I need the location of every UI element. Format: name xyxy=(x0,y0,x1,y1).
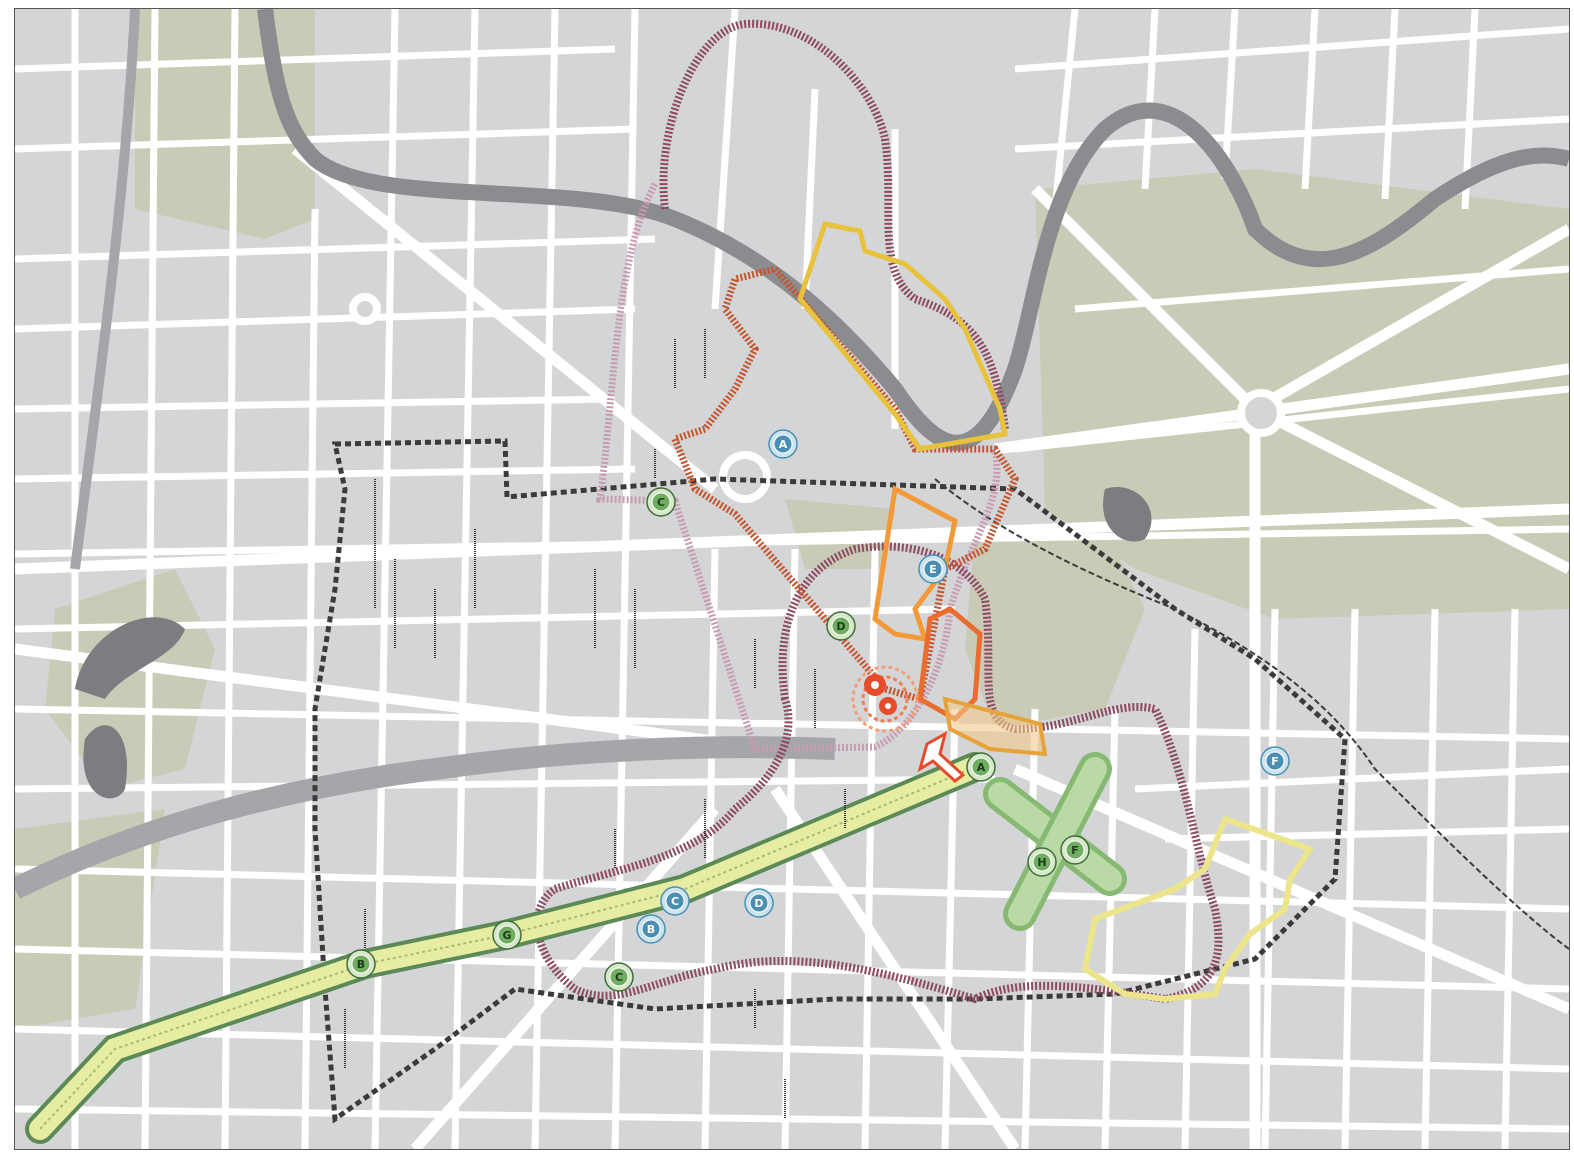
zone-orange-red xyxy=(917,606,983,723)
zone-orange-east xyxy=(942,696,1048,757)
lakes xyxy=(75,487,1152,799)
marker-dot xyxy=(497,925,517,945)
marker-dot xyxy=(1265,751,1285,771)
marker-green-b[interactable]: B xyxy=(346,949,376,979)
green-corridors xyxy=(983,752,1127,931)
marker-letter: B xyxy=(357,958,365,971)
marker-green-h[interactable]: H xyxy=(1027,847,1057,877)
zone-orange xyxy=(872,485,958,643)
hotspot xyxy=(851,665,919,733)
marker-letter: A xyxy=(977,761,986,774)
marker-green-c[interactable]: C xyxy=(646,487,676,517)
marker-green-a[interactable]: A xyxy=(966,752,996,782)
marker-letter: D xyxy=(836,620,845,633)
marker-dot xyxy=(773,434,793,454)
marker-dot xyxy=(651,492,671,512)
marker-dot xyxy=(1032,852,1052,872)
marker-dot xyxy=(665,891,685,911)
marker-dot xyxy=(641,919,661,939)
river xyxy=(257,9,1569,451)
arrow-icon xyxy=(917,731,966,783)
zone-pale-yellow xyxy=(1081,815,1315,1003)
marker-letter: C xyxy=(671,895,679,908)
marker-letter: G xyxy=(502,929,511,942)
marker-letter: B xyxy=(647,923,655,936)
route-pink xyxy=(596,182,1001,753)
marker-letter: F xyxy=(1071,844,1079,857)
marker-blue-c[interactable]: C xyxy=(660,886,690,916)
map-frame: A B C D E F A B C C D F G H xyxy=(14,8,1570,1150)
marker-letter: A xyxy=(779,438,788,451)
marker-green-g[interactable]: G xyxy=(492,920,522,950)
marker-letter: C xyxy=(615,971,623,984)
marker-green-d[interactable]: D xyxy=(826,611,856,641)
marker-dot xyxy=(923,559,943,579)
marker-dot xyxy=(831,616,851,636)
marker-blue-e[interactable]: E xyxy=(918,554,948,584)
marker-dot xyxy=(971,757,991,777)
markers: A B C D E F A B C C D F G H xyxy=(346,429,1290,992)
marker-blue-a[interactable]: A xyxy=(768,429,798,459)
marker-blue-b[interactable]: B xyxy=(636,914,666,944)
marker-dot xyxy=(609,967,629,987)
street-label-marks xyxy=(344,329,846,1119)
roundabouts xyxy=(349,293,1285,503)
marker-letter: E xyxy=(929,563,937,576)
marker-letter: C xyxy=(657,496,665,509)
marker-letter: F xyxy=(1271,755,1279,768)
marker-green-f[interactable]: F xyxy=(1060,835,1090,865)
marker-dot xyxy=(749,893,769,913)
marker-blue-d[interactable]: D xyxy=(744,888,774,918)
marker-dot xyxy=(1065,840,1085,860)
lime-corridor xyxy=(25,752,990,1144)
rail-line xyxy=(934,478,1569,950)
marker-green-c[interactable]: C xyxy=(604,962,634,992)
river-branch xyxy=(15,736,836,899)
zone-yellow xyxy=(797,221,1008,452)
marker-blue-f[interactable]: F xyxy=(1260,746,1290,776)
route-rust xyxy=(670,265,1019,704)
canal xyxy=(70,9,140,570)
study-area-boundary xyxy=(312,438,1348,1124)
marker-dot xyxy=(351,954,371,974)
marker-letter: D xyxy=(754,897,763,910)
marker-letter: H xyxy=(1037,856,1046,869)
city-map[interactable]: A B C D E F A B C C D F G H xyxy=(15,9,1569,1149)
